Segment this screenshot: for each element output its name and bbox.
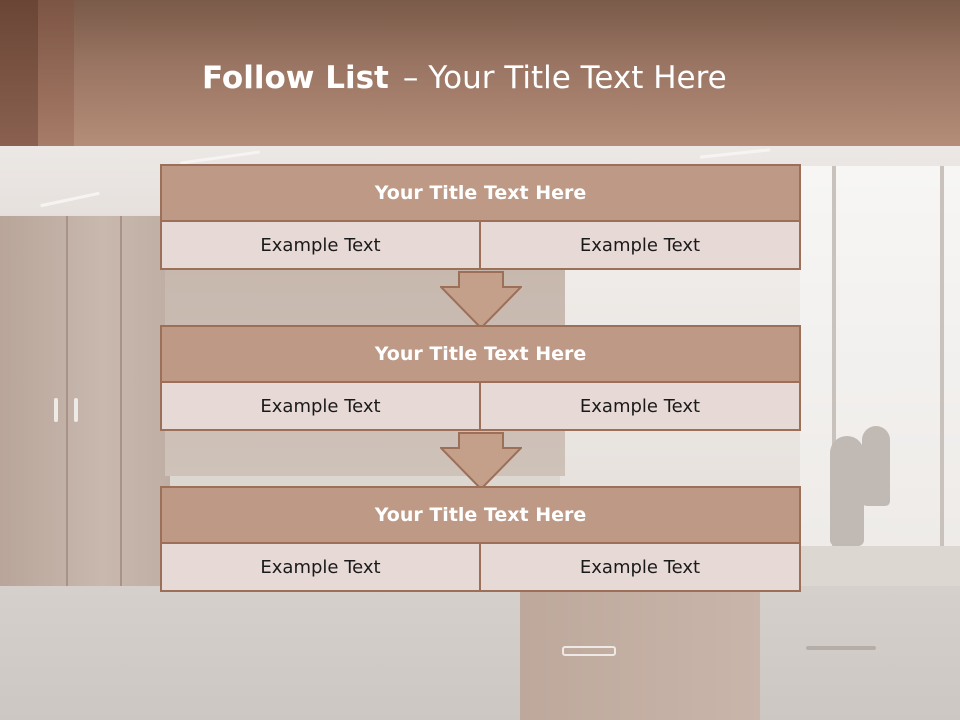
chair-base (806, 646, 876, 650)
cabinet-handle (54, 398, 58, 422)
floor (0, 586, 960, 720)
step-text-left: Example Text (160, 542, 481, 592)
window-frame (940, 166, 944, 546)
step-text-left: Example Text (160, 220, 481, 270)
office-chair (830, 436, 864, 546)
header-stripe (38, 0, 74, 146)
flow-step-2: Your Title Text Here Example Text Exampl… (160, 325, 801, 431)
cabinet-seam (66, 216, 68, 646)
wall-cabinet (0, 216, 170, 646)
header-band: Follow List–Your Title Text Here (0, 0, 960, 146)
flow-step-3: Your Title Text Here Example Text Exampl… (160, 486, 801, 592)
cabinet-handle (74, 398, 78, 422)
step-title: Your Title Text Here (160, 486, 801, 544)
title-bold: Follow List (202, 60, 389, 96)
slide-title: Follow List–Your Title Text Here (202, 56, 727, 100)
flow-step-1: Your Title Text Here Example Text Exampl… (160, 164, 801, 270)
drawer-handle (562, 646, 616, 656)
down-arrow-icon (440, 432, 522, 490)
step-text-right: Example Text (479, 381, 801, 431)
office-chair (862, 426, 890, 506)
step-text-left: Example Text (160, 381, 481, 431)
cabinet-seam (120, 216, 122, 646)
down-arrow-icon (440, 271, 522, 329)
title-rest: Your Title Text Here (428, 60, 727, 96)
header-stripe (0, 0, 38, 146)
title-dash: – (402, 60, 419, 96)
step-title: Your Title Text Here (160, 164, 801, 222)
step-text-right: Example Text (479, 220, 801, 270)
window-frame (832, 166, 836, 546)
step-text-right: Example Text (479, 542, 801, 592)
step-title: Your Title Text Here (160, 325, 801, 383)
